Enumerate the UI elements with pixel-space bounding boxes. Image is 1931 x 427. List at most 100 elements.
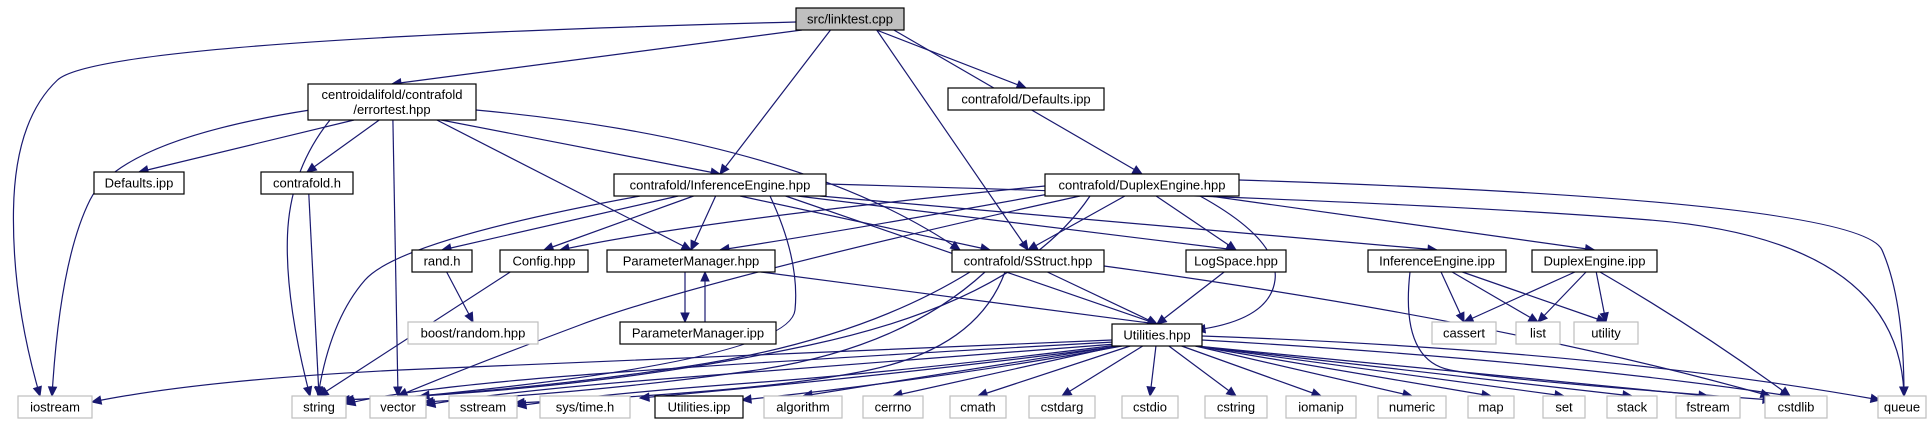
node-box <box>1185 249 1287 273</box>
node-box <box>1044 173 1240 197</box>
node-linktest[interactable]: src/linktest.cpp <box>795 7 905 31</box>
edge-utilities_hpp-to-sys_time <box>638 345 1121 402</box>
node-fstream: fstream <box>1675 395 1741 419</box>
node-box <box>1377 395 1447 419</box>
edge-utilities_hpp-to-utilities_ipp <box>740 345 1123 404</box>
node-box <box>949 395 1007 419</box>
node-queue: queue <box>1877 395 1927 419</box>
edge-utilities_hpp-to-vector <box>424 343 1117 409</box>
node-box <box>947 87 1105 111</box>
node-inference-ipp[interactable]: InferenceEngine.ipp <box>1367 249 1507 273</box>
node-box <box>448 395 518 419</box>
edge-logspace_hpp-to-utilities_hpp <box>1156 271 1225 325</box>
node-label: list <box>1530 326 1546 341</box>
node-utilities-hpp[interactable]: Utilities.hpp <box>1111 323 1203 347</box>
node-box <box>291 395 347 419</box>
node-cstdlib: cstdlib <box>1764 395 1828 419</box>
node-cstdarg: cstdarg <box>1028 395 1096 419</box>
node-box <box>539 395 631 419</box>
edge-linktest-to-cf_defaults_ipp <box>876 29 1028 90</box>
node-label: contrafold/DuplexEngine.hpp <box>1059 178 1226 193</box>
node-cf-sstruct-hpp[interactable]: contrafold/SStruct.hpp <box>951 249 1105 273</box>
edge-inference_ipp-to-cassert <box>1440 271 1465 324</box>
edge-errortest-to-contrafold_h <box>306 119 380 173</box>
edge-cf_inference_hpp-to-string <box>314 195 641 398</box>
edge-rand_h-to-boost_random <box>446 271 474 324</box>
node-label: map <box>1478 400 1503 415</box>
edge-param_mgr_ipp-to-param_mgr_hpp <box>700 270 710 322</box>
node-config-hpp[interactable]: Config.hpp <box>499 249 589 273</box>
node-map: map <box>1467 395 1515 419</box>
node-param-mgr-hpp[interactable]: ParameterManager.hpp <box>606 249 776 273</box>
node-box <box>1121 395 1179 419</box>
node-box <box>1764 395 1828 419</box>
node-param-mgr-ipp[interactable]: ParameterManager.ipp <box>619 321 777 345</box>
node-label: cstdio <box>1133 400 1167 415</box>
node-label: cstdlib <box>1778 400 1815 415</box>
edge-param_mgr_hpp-to-utilities_hpp <box>760 271 1159 328</box>
edge-cf_inference_hpp-to-inference_ipp <box>819 195 1439 254</box>
edge-errortest-to-cf_sstruct_hpp <box>475 109 962 251</box>
edge-linktest-to-cf_sstruct_hpp <box>876 29 1029 252</box>
node-sys-time: sys/time.h <box>539 395 631 419</box>
node-logspace-hpp[interactable]: LogSpace.hpp <box>1185 249 1287 273</box>
node-errortest[interactable]: centroidalifold/contrafold/errortest.hpp <box>307 83 477 121</box>
edge-utilities_hpp-to-fstream <box>1195 345 1710 400</box>
node-label: iomanip <box>1298 400 1344 415</box>
node-cf-inference-hpp[interactable]: contrafold/InferenceEngine.hpp <box>613 173 827 197</box>
node-label: contrafold/Defaults.ipp <box>961 92 1090 107</box>
node-defaults-ipp[interactable]: Defaults.ipp <box>93 171 185 195</box>
node-box <box>1675 395 1741 419</box>
node-sstream: sstream <box>448 395 518 419</box>
edge-duplex_ipp-to-list <box>1537 271 1587 323</box>
node-list: list <box>1515 321 1561 345</box>
node-label: utility <box>1591 326 1621 341</box>
node-label: contrafold/InferenceEngine.hpp <box>630 178 811 193</box>
node-box <box>862 395 924 419</box>
node-duplex-ipp[interactable]: DuplexEngine.ipp <box>1531 249 1658 273</box>
node-box <box>613 173 827 197</box>
edge-errortest-to-defaults_ipp <box>137 119 355 175</box>
node-label: fstream <box>1686 400 1729 415</box>
node-utilities-ipp[interactable]: Utilities.ipp <box>654 395 744 419</box>
node-label: cstring <box>1217 400 1255 415</box>
node-box <box>1204 395 1268 419</box>
node-box <box>407 321 539 345</box>
node-box <box>17 395 93 419</box>
node-box <box>1431 321 1497 345</box>
node-label: rand.h <box>424 254 461 269</box>
node-label: DuplexEngine.ipp <box>1544 254 1646 269</box>
node-set: set <box>1542 395 1586 419</box>
node-string: string <box>291 395 347 419</box>
node-label: iostream <box>30 400 80 415</box>
node-label: algorithm <box>776 400 829 415</box>
edge-errortest-to-vector <box>392 119 403 398</box>
node-vector: vector <box>369 395 427 419</box>
edge-linktest-to-errortest <box>390 29 803 88</box>
node-rand-h[interactable]: rand.h <box>411 249 473 273</box>
node-algorithm: algorithm <box>763 395 843 419</box>
node-boost-random: boost/random.hpp <box>407 321 539 345</box>
edge-linktest-to-cf_inference_hpp <box>719 29 831 175</box>
edge-cf_duplex_hpp-to-queue <box>1238 179 1909 398</box>
node-box <box>1028 395 1096 419</box>
edge-utilities_hpp-to-cstdlib <box>1201 339 1792 400</box>
edge-inference_ipp-to-list <box>1451 271 1540 323</box>
edge-cf_duplex_hpp-to-logspace_hpp <box>1155 195 1238 251</box>
node-box <box>411 249 473 273</box>
node-box <box>1367 249 1507 273</box>
node-cassert: cassert <box>1431 321 1497 345</box>
node-label: contrafold.h <box>273 176 341 191</box>
node-box <box>1542 395 1586 419</box>
edge-utilities_hpp-to-iomanip <box>1181 345 1323 398</box>
node-stack: stack <box>1606 395 1658 419</box>
node-label: set <box>1555 400 1573 415</box>
node-iostream: iostream <box>17 395 93 419</box>
edge-utilities_hpp-to-cerrno <box>891 345 1119 399</box>
node-cf-defaults-ipp[interactable]: contrafold/Defaults.ipp <box>947 87 1105 111</box>
node-cf-duplex-hpp[interactable]: contrafold/DuplexEngine.hpp <box>1044 173 1240 197</box>
node-label: cmath <box>960 400 995 415</box>
node-box <box>619 321 777 345</box>
node-contrafold-h[interactable]: contrafold.h <box>260 171 354 195</box>
edge-utilities_hpp-to-cstring <box>1168 345 1237 397</box>
